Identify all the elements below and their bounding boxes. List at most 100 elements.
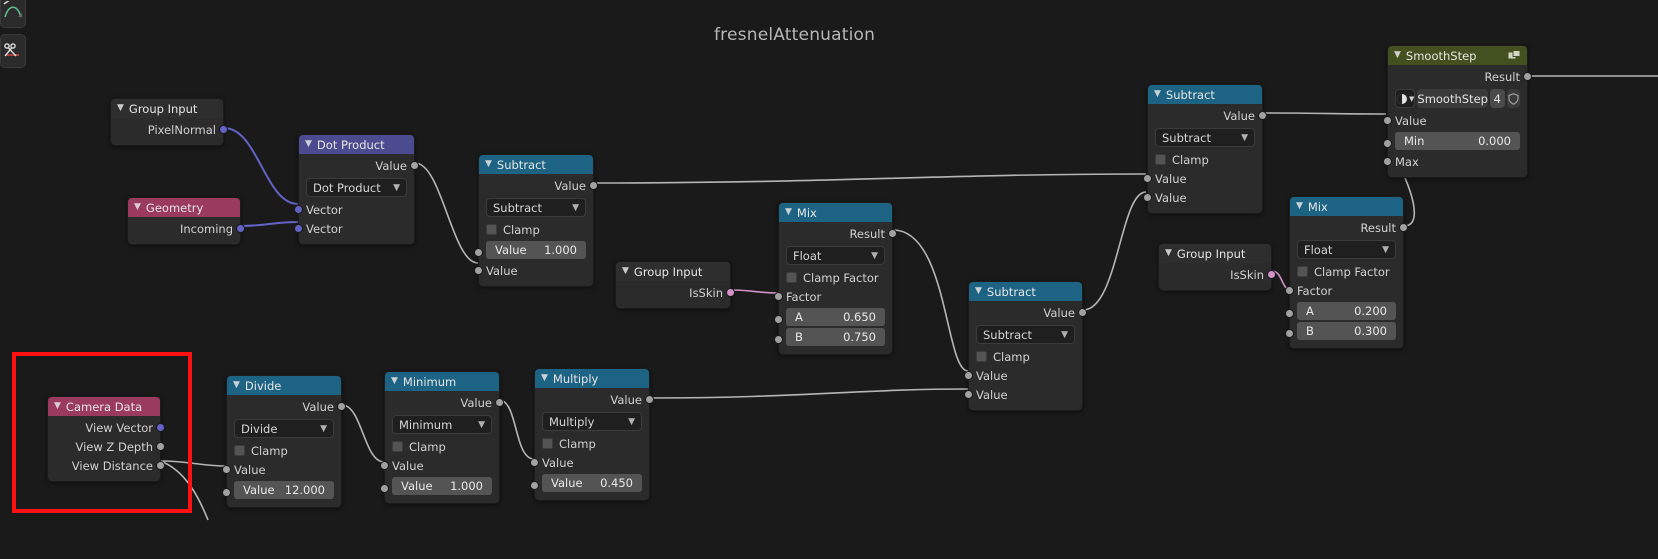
output-row[interactable]: Value <box>1148 106 1267 125</box>
node-minimum[interactable]: ▼ Minimum Value Minimum ▼ Clamp Value <box>380 371 504 504</box>
node-subtract-2[interactable]: ▼ Subtract Value Subtract ▼ Clamp Value <box>1143 84 1267 214</box>
node-header[interactable]: ▼ Mix <box>779 203 892 222</box>
node-subtract-3[interactable]: ▼ Subtract Value Subtract ▼ Clamp Value <box>964 281 1087 411</box>
node-group-input-3[interactable]: ▼ Group Input IsSkin <box>1158 243 1276 291</box>
chevron-down-icon[interactable]: ▼ <box>572 202 579 213</box>
node-group-icon[interactable] <box>1508 49 1521 62</box>
chevron-down-icon[interactable]: ▼ <box>541 373 548 383</box>
output-socket-value[interactable] <box>337 402 346 411</box>
operation-dropdown[interactable]: Dot Product ▼ <box>306 178 407 197</box>
output-row[interactable]: Value <box>385 393 504 412</box>
value-field[interactable]: Value 0.450 <box>542 474 642 492</box>
input-row[interactable]: Value <box>964 366 1082 385</box>
node-mix-1[interactable]: ▼ Mix Result Float ▼ Clamp Factor Factor <box>774 202 897 355</box>
chevron-down-icon[interactable]: ▼ <box>1296 201 1303 211</box>
clamp-checkbox-row[interactable]: Clamp <box>385 437 499 456</box>
clamp-checkbox-row[interactable]: Clamp <box>969 347 1082 366</box>
output-socket-isskin[interactable] <box>1267 270 1276 279</box>
output-socket-view-z-depth[interactable] <box>156 442 165 451</box>
clamp-factor-checkbox[interactable] <box>1297 266 1308 277</box>
output-row[interactable]: Value <box>535 390 654 409</box>
node-header[interactable]: ▼ Mix <box>1290 197 1403 216</box>
input-row[interactable]: Value <box>964 385 1082 404</box>
output-socket-view-vector[interactable] <box>156 423 165 432</box>
output-row[interactable]: View Vector <box>48 418 165 437</box>
input-socket-factor[interactable] <box>1285 286 1294 295</box>
input-row[interactable]: Value <box>1143 188 1262 207</box>
input-socket-min[interactable] <box>1383 139 1392 148</box>
chevron-down-icon[interactable]: ▼ <box>305 139 312 149</box>
output-socket-value[interactable] <box>645 395 654 404</box>
node-group-input-2[interactable]: ▼ Group Input IsSkin <box>615 261 735 309</box>
value-field-b[interactable]: B 0.300 <box>1297 322 1396 340</box>
node-header[interactable]: ▼ Geometry <box>128 198 240 217</box>
output-socket-isskin[interactable] <box>726 288 735 297</box>
clamp-factor-checkbox-row[interactable]: Clamp Factor <box>779 268 892 287</box>
operation-dropdown[interactable]: Subtract ▼ <box>1155 128 1255 147</box>
input-socket-value-2[interactable] <box>530 481 539 490</box>
chevron-down-icon[interactable]: ▼ <box>1382 244 1389 255</box>
node-header[interactable]: ▼ Group Input <box>1159 244 1271 263</box>
node-header[interactable]: ▼ Subtract <box>969 282 1082 301</box>
input-socket-value-2[interactable] <box>222 488 231 497</box>
clamp-checkbox[interactable] <box>392 441 403 452</box>
input-row[interactable]: Value <box>530 453 649 472</box>
input-row[interactable]: Factor <box>774 287 892 306</box>
input-socket-a[interactable] <box>774 315 783 324</box>
input-row[interactable]: Value <box>222 460 341 479</box>
clamp-checkbox[interactable] <box>542 438 553 449</box>
input-socket-vector-2[interactable] <box>294 224 303 233</box>
input-socket-value-1[interactable] <box>964 371 973 380</box>
input-socket-value-2[interactable] <box>964 390 973 399</box>
node-header[interactable]: ▼ Minimum <box>385 372 499 391</box>
clamp-checkbox[interactable] <box>1155 154 1166 165</box>
node-header[interactable]: ▼ Subtract <box>479 155 593 174</box>
node-header[interactable]: ▼ Group Input <box>111 99 223 118</box>
value-field-a[interactable]: A 0.650 <box>786 308 885 326</box>
node-divide[interactable]: ▼ Divide Value Divide ▼ Clamp Value <box>222 375 346 508</box>
output-row[interactable]: View Z Depth <box>48 437 165 456</box>
output-row[interactable]: IsSkin <box>1159 265 1276 284</box>
output-row[interactable]: Incoming <box>128 219 245 238</box>
input-row[interactable]: Value <box>380 456 499 475</box>
value-field-b[interactable]: B 0.750 <box>786 328 885 346</box>
output-row[interactable]: Result <box>1388 67 1532 86</box>
node-mix-2[interactable]: ▼ Mix Result Float ▼ Clamp Factor Factor <box>1285 196 1408 349</box>
chevron-down-icon[interactable]: ▼ <box>233 380 240 390</box>
value-field[interactable]: Value 12.000 <box>234 481 334 499</box>
clamp-factor-checkbox[interactable] <box>786 272 797 283</box>
chevron-down-icon[interactable]: ▼ <box>117 103 124 113</box>
output-row[interactable]: Value <box>299 156 419 175</box>
fake-user-toggle[interactable] <box>1506 89 1520 108</box>
chevron-down-icon[interactable]: ▼ <box>1154 89 1161 99</box>
node-header[interactable]: ▼ SmoothStep <box>1388 46 1527 65</box>
chevron-down-icon[interactable]: ▼ <box>871 250 878 261</box>
output-row[interactable]: IsSkin <box>616 283 735 302</box>
chevron-down-icon[interactable]: ▼ <box>320 423 327 434</box>
chevron-down-icon[interactable]: ▼ <box>1241 132 1248 143</box>
clamp-checkbox[interactable] <box>486 224 497 235</box>
curve-tool-button[interactable] <box>0 0 26 28</box>
node-header[interactable]: ▼ Divide <box>227 376 341 395</box>
clamp-checkbox-row[interactable]: Clamp <box>535 434 649 453</box>
value-field-a[interactable]: A 0.200 <box>1297 302 1396 320</box>
output-row[interactable]: PixelNormal <box>111 120 228 139</box>
clamp-checkbox-row[interactable]: Clamp <box>479 220 593 239</box>
output-socket-value[interactable] <box>589 181 598 190</box>
chevron-down-icon[interactable]: ▼ <box>478 419 485 430</box>
clamp-checkbox[interactable] <box>976 351 987 362</box>
node-header[interactable]: ▼ Subtract <box>1148 85 1262 104</box>
operation-dropdown[interactable]: Multiply ▼ <box>542 412 642 431</box>
clamp-checkbox[interactable] <box>234 445 245 456</box>
output-socket-value[interactable] <box>495 398 504 407</box>
node-group-users-count[interactable]: 4 <box>1489 89 1505 108</box>
node-group-input-1[interactable]: ▼ Group Input PixelNormal <box>110 98 228 146</box>
clamp-checkbox-row[interactable]: Clamp <box>227 441 341 460</box>
input-socket-b[interactable] <box>1285 329 1294 338</box>
output-row[interactable]: View Distance <box>48 456 165 475</box>
node-header[interactable]: ▼ Group Input <box>616 262 730 281</box>
input-socket-value-2[interactable] <box>380 484 389 493</box>
output-socket-result[interactable] <box>1523 72 1532 81</box>
node-header[interactable]: ▼ Multiply <box>535 369 649 388</box>
node-group-selector[interactable]: ▼ SmoothStep 4 <box>1395 89 1520 108</box>
